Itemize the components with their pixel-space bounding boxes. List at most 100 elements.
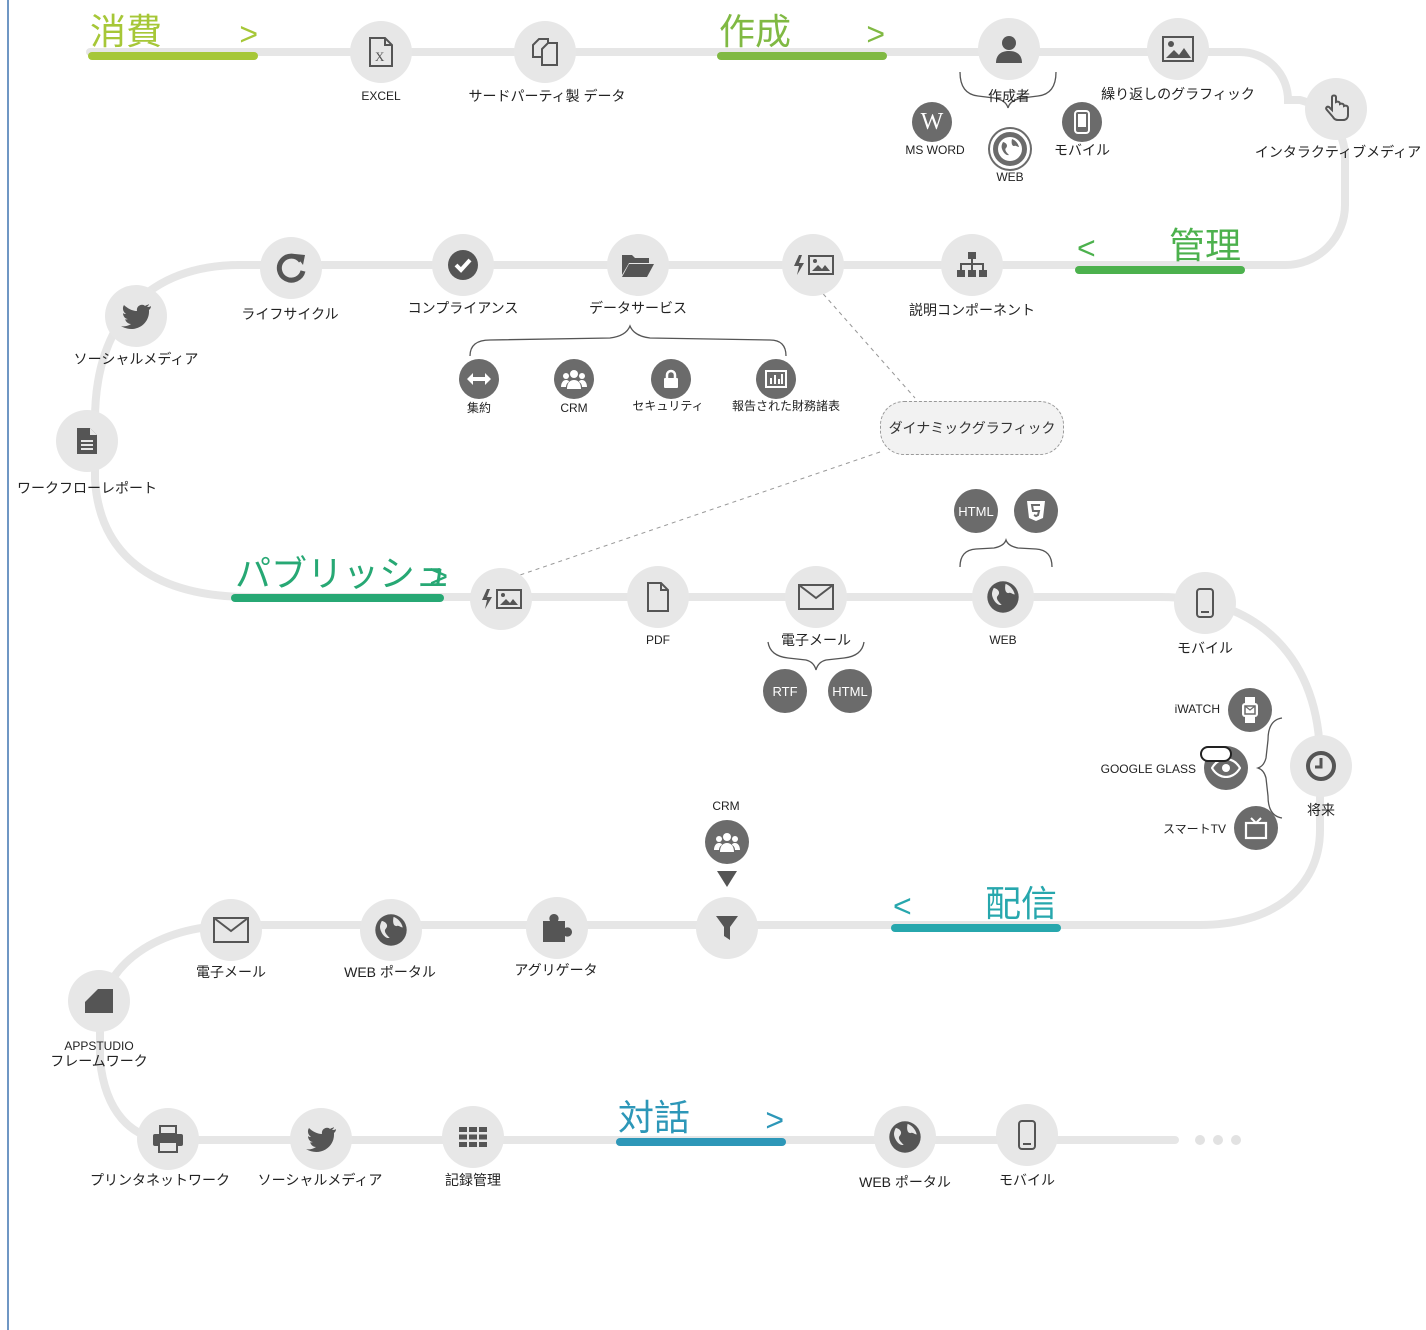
bar-chart-icon (765, 370, 787, 388)
rtf-node[interactable]: RTF (763, 669, 807, 713)
sitemap-icon (957, 252, 987, 277)
html-email-label: HTML (832, 683, 868, 699)
crm-label-row4: CRM (712, 799, 740, 813)
globe-icon (998, 137, 1022, 161)
pdf-node[interactable] (627, 566, 689, 628)
flash-image-icon (794, 255, 834, 275)
repeat-graphics-node[interactable] (1147, 18, 1209, 80)
globe-icon (889, 1121, 921, 1153)
users-icon (714, 833, 740, 852)
web-portal-label-row4: WEB ポータル (344, 964, 436, 980)
aggregator-label: アグリゲータ (514, 962, 598, 978)
user-icon (996, 36, 1022, 63)
security-label: セキュリティ (632, 399, 704, 413)
security-node[interactable] (651, 359, 691, 399)
html-node[interactable]: HTML (954, 489, 998, 533)
section-title: 作成 (719, 11, 792, 52)
hand-pointer-icon (1325, 94, 1349, 121)
social-media-node-row5[interactable] (290, 1108, 352, 1170)
html5-icon (1027, 501, 1045, 521)
printer-network-node[interactable] (137, 1108, 199, 1170)
appstudio-label-line2: フレームワーク (50, 1053, 148, 1069)
filter-icon (716, 916, 738, 940)
appstudio-icon (85, 989, 113, 1013)
document-icon (77, 428, 97, 454)
dynamic-graphics-node-row3[interactable] (470, 568, 532, 630)
mobile-node-row5[interactable] (996, 1104, 1058, 1166)
section-bar (1075, 266, 1245, 274)
section-title: パブリッシュ (235, 553, 452, 594)
html-label: HTML (958, 503, 994, 519)
excel-icon: X (369, 37, 393, 67)
crm-node-row4[interactable] (705, 820, 749, 864)
ms-word-node[interactable]: W (912, 102, 952, 142)
social-media-label-row5: ソーシャルメディア (257, 1172, 383, 1188)
appstudio-node[interactable] (68, 970, 130, 1032)
globe-icon (375, 914, 407, 946)
workflow-report-node[interactable] (56, 410, 118, 472)
image-icon (1162, 36, 1194, 62)
mobile-icon (1196, 588, 1214, 618)
mobile-label-row5: モバイル (999, 1172, 1055, 1188)
data-services-node[interactable] (607, 234, 669, 296)
workflow-report-label: ワークフローレポート (17, 480, 157, 496)
mobile-node-row3[interactable] (1174, 572, 1236, 634)
interactive-media-label: インタラクティブメディア (1254, 144, 1422, 160)
aggregation-node[interactable] (459, 359, 499, 399)
compliance-node[interactable] (432, 234, 494, 296)
chevron-left-icon: < (893, 888, 912, 924)
financial-statements-label: 報告された財務諸表 (731, 399, 841, 413)
refresh-icon (276, 253, 306, 283)
mobile-label-row3: モバイル (1177, 640, 1233, 656)
author-node[interactable] (978, 18, 1040, 80)
section-bar (891, 924, 1061, 932)
file-icon (647, 582, 669, 612)
chevron-right-icon: > (765, 1102, 784, 1138)
smart-tv-node[interactable] (1234, 806, 1278, 850)
globe-icon (987, 581, 1019, 613)
social-media-node-row2[interactable] (105, 285, 167, 347)
crm-node-row2[interactable] (554, 359, 594, 399)
future-label: 将来 (1307, 802, 1335, 818)
section-title: 管理 (1168, 225, 1241, 266)
continuation-dots (1195, 1135, 1241, 1145)
word-icon: W (920, 108, 944, 135)
mobile-node-row1[interactable] (1062, 102, 1102, 142)
lifecycle-node[interactable] (260, 237, 322, 299)
html-email-node[interactable]: HTML (828, 669, 872, 713)
email-node-row4[interactable] (200, 899, 262, 961)
envelope-icon (213, 917, 249, 943)
web-node-row3[interactable] (972, 566, 1034, 628)
email-node-row3[interactable] (785, 566, 847, 628)
printer-network-label: プリンタネットワーク (90, 1172, 230, 1188)
interactive-media-node[interactable] (1305, 78, 1367, 140)
crm-label-row2: CRM (560, 401, 588, 415)
flash-image-icon (482, 589, 522, 609)
html5-node[interactable] (1014, 489, 1058, 533)
filter-node[interactable] (696, 897, 758, 959)
iwatch-node[interactable] (1228, 688, 1272, 732)
aggregator-node[interactable] (526, 897, 588, 959)
future-node[interactable] (1290, 735, 1352, 797)
excel-node[interactable]: X (350, 21, 412, 83)
chevron-right-icon: > (239, 16, 258, 52)
twitter-icon (306, 1127, 336, 1152)
section-deliver: < 配信 (891, 878, 1061, 932)
printer-icon (153, 1125, 183, 1153)
google-glass-label: GOOGLE GLASS (1100, 762, 1196, 776)
records-management-node[interactable] (442, 1106, 504, 1168)
dynamic-graphics-node-row2[interactable] (782, 234, 844, 296)
envelope-icon (798, 584, 834, 610)
watch-icon (1242, 697, 1258, 723)
web-node-row1[interactable] (990, 129, 1030, 169)
grid-icon (459, 1127, 487, 1147)
web-portal-node-row4[interactable] (360, 899, 422, 961)
check-circle-icon (448, 250, 478, 280)
section-manage: < 管理 (1075, 220, 1245, 274)
section-consume: 消費 > (88, 6, 258, 60)
third-party-data-node[interactable] (514, 21, 576, 83)
explanation-component-node[interactable] (941, 234, 1003, 296)
financial-statements-node[interactable] (756, 359, 796, 399)
section-bar (717, 52, 887, 60)
web-portal-node-row5[interactable] (874, 1106, 936, 1168)
